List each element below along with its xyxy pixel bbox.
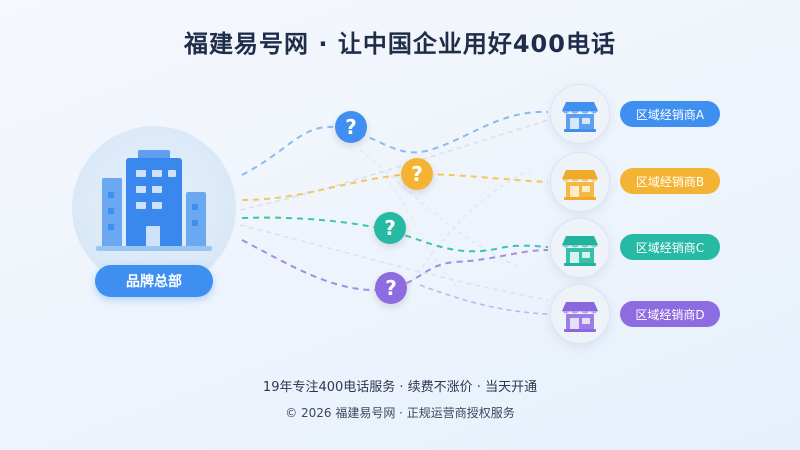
page-title: 福建易号网 · 让中国企业用好400电话: [184, 30, 616, 58]
question-bubble-teal: ?: [374, 212, 406, 244]
question-bubble-purple: ?: [375, 272, 407, 304]
faint-line: [359, 149, 521, 269]
storefront-icon: [562, 236, 598, 266]
store-node-d: [550, 284, 610, 344]
dealer-label-a: 区域经销商A: [620, 101, 720, 127]
faint-line: [379, 169, 461, 291]
store-node-b: [550, 152, 610, 212]
orange-route: [241, 173, 549, 201]
hq-node: [72, 126, 236, 290]
dealer-label-b: 区域经销商B: [620, 168, 720, 194]
office-building-icon: [96, 150, 212, 251]
store-node-a: [550, 84, 610, 144]
store-node-c: [550, 218, 610, 278]
dealer-label-c: 区域经销商C: [620, 234, 720, 260]
footer-copyright: © 2026 福建易号网 · 正规运营商授权服务: [285, 406, 515, 420]
storefront-icon: [562, 170, 598, 200]
footer-tagline: 19年专注400电话服务 · 续费不涨价 · 当天开通: [262, 380, 538, 395]
purple-route-branch: [419, 284, 549, 315]
faint-line: [239, 224, 549, 301]
faint-line: [399, 169, 531, 301]
blue-route: [241, 110, 549, 176]
storefront-icon: [562, 302, 598, 332]
teal-route: [241, 216, 549, 253]
faint-line: [239, 119, 549, 211]
question-bubble-orange: ?: [401, 158, 433, 190]
question-bubble-blue: ?: [335, 111, 367, 143]
hq-label: 品牌总部: [95, 265, 213, 297]
storefront-icon: [562, 102, 598, 132]
dealer-label-d: 区域经销商D: [620, 301, 720, 327]
purple-route: [241, 239, 549, 292]
